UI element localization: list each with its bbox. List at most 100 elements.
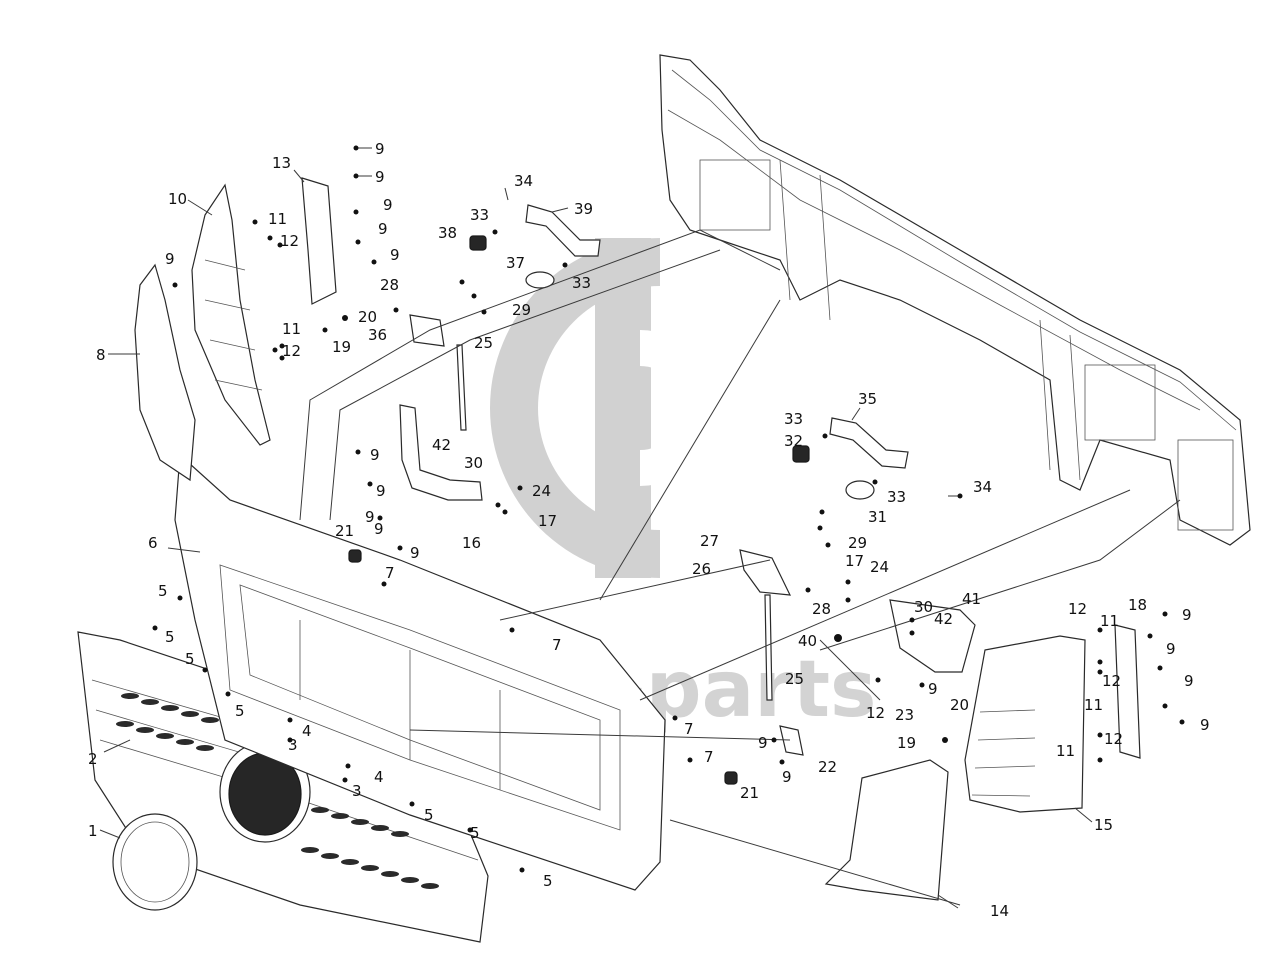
callout-7: 7 bbox=[704, 748, 714, 766]
assembly-guide-lines bbox=[299, 229, 1181, 906]
callout-25: 25 bbox=[474, 334, 493, 352]
callout-labels: 1 2 3 3 4 4 5 5 5 5 5 5 5 6 7 7 7 7 8 9 … bbox=[88, 140, 1210, 920]
callout-3: 3 bbox=[352, 782, 362, 800]
callout-10: 10 bbox=[168, 190, 187, 208]
callout-12: 12 bbox=[1104, 730, 1123, 748]
callout-36: 36 bbox=[368, 326, 387, 344]
cap-37 bbox=[525, 271, 555, 289]
callout-4: 4 bbox=[302, 722, 312, 740]
callout-9: 9 bbox=[928, 680, 938, 698]
callout-11: 11 bbox=[1084, 696, 1103, 714]
callout-32: 32 bbox=[784, 432, 803, 450]
cab-frame bbox=[659, 54, 1251, 546]
callout-29: 29 bbox=[848, 534, 867, 552]
bracket-27 bbox=[739, 549, 792, 596]
callout-15: 15 bbox=[1094, 816, 1113, 834]
callout-30: 30 bbox=[914, 598, 933, 616]
front-grille-panel bbox=[77, 631, 489, 943]
cap-32 bbox=[792, 445, 810, 463]
grommet-21b bbox=[724, 771, 738, 785]
callout-24: 24 bbox=[532, 482, 551, 500]
callout-16: 16 bbox=[462, 534, 481, 552]
callout-42: 42 bbox=[934, 610, 953, 628]
callout-14: 14 bbox=[990, 902, 1009, 920]
callout-9: 9 bbox=[374, 520, 384, 538]
bracket-36 bbox=[409, 314, 445, 347]
callout-9: 9 bbox=[383, 196, 393, 214]
callout-33: 33 bbox=[470, 206, 489, 224]
callout-20: 20 bbox=[358, 308, 377, 326]
callout-22: 22 bbox=[818, 758, 837, 776]
callout-9: 9 bbox=[370, 446, 380, 464]
emblem-ring bbox=[112, 813, 198, 911]
callout-13: 13 bbox=[272, 154, 291, 172]
callout-28: 28 bbox=[812, 600, 831, 618]
callout-25: 25 bbox=[785, 670, 804, 688]
callout-9: 9 bbox=[365, 508, 375, 526]
callout-35: 35 bbox=[858, 390, 877, 408]
callout-34: 34 bbox=[973, 478, 992, 496]
callout-11: 11 bbox=[1056, 742, 1075, 760]
support-bracket-13 bbox=[301, 177, 337, 305]
callout-9: 9 bbox=[375, 140, 385, 158]
handle-35 bbox=[829, 417, 909, 469]
callout-2: 2 bbox=[88, 750, 98, 768]
callout-9: 9 bbox=[165, 250, 175, 268]
inner-bracket-left bbox=[191, 183, 271, 446]
leader-lines bbox=[99, 147, 1093, 909]
callout-21: 21 bbox=[335, 522, 354, 540]
callout-5: 5 bbox=[470, 824, 480, 842]
callout-6: 6 bbox=[148, 534, 158, 552]
callout-5: 5 bbox=[424, 806, 434, 824]
callout-33: 33 bbox=[784, 410, 803, 428]
callout-5: 5 bbox=[185, 650, 195, 668]
callout-9: 9 bbox=[1166, 640, 1176, 658]
callout-26: 26 bbox=[692, 560, 711, 578]
callout-28: 28 bbox=[380, 276, 399, 294]
callout-12: 12 bbox=[282, 342, 301, 360]
callout-24: 24 bbox=[870, 558, 889, 576]
latch-22 bbox=[779, 725, 804, 756]
grommet-21a bbox=[348, 549, 362, 563]
callout-17: 17 bbox=[845, 552, 864, 570]
gas-strut-25a bbox=[456, 344, 467, 431]
side-cover-14 bbox=[824, 759, 949, 901]
callout-7: 7 bbox=[684, 720, 694, 738]
callout-34: 34 bbox=[514, 172, 533, 190]
callout-20: 20 bbox=[950, 696, 969, 714]
callout-38: 38 bbox=[438, 224, 457, 242]
callout-12: 12 bbox=[866, 704, 885, 722]
callout-18: 18 bbox=[1128, 596, 1147, 614]
callout-9: 9 bbox=[1182, 606, 1192, 624]
callout-37: 37 bbox=[506, 254, 525, 272]
callout-17: 17 bbox=[538, 512, 557, 530]
callout-9: 9 bbox=[378, 220, 388, 238]
callout-29: 29 bbox=[512, 301, 531, 319]
callout-9: 9 bbox=[375, 168, 385, 186]
callout-5: 5 bbox=[165, 628, 175, 646]
callout-7: 7 bbox=[552, 636, 562, 654]
callout-1: 1 bbox=[88, 822, 98, 840]
callout-9: 9 bbox=[376, 482, 386, 500]
side-trim-left bbox=[134, 263, 196, 482]
cap-31 bbox=[845, 480, 875, 500]
callout-19: 19 bbox=[897, 734, 916, 752]
callout-33: 33 bbox=[887, 488, 906, 506]
callout-7: 7 bbox=[385, 564, 395, 582]
callout-9: 9 bbox=[1184, 672, 1194, 690]
callout-11: 11 bbox=[1100, 612, 1119, 630]
callout-9: 9 bbox=[758, 734, 768, 752]
callout-33: 33 bbox=[572, 274, 591, 292]
callout-40: 40 bbox=[798, 632, 817, 650]
cap-38 bbox=[469, 235, 487, 251]
callout-5: 5 bbox=[235, 702, 245, 720]
fastener-dots bbox=[152, 145, 1185, 873]
callout-27: 27 bbox=[700, 532, 719, 550]
callout-4: 4 bbox=[374, 768, 384, 786]
handle-39 bbox=[525, 204, 601, 257]
callout-12: 12 bbox=[1068, 600, 1087, 618]
callout-3: 3 bbox=[288, 736, 298, 754]
callout-9: 9 bbox=[390, 246, 400, 264]
side-cover-15 bbox=[964, 635, 1086, 813]
callout-8: 8 bbox=[96, 346, 106, 364]
